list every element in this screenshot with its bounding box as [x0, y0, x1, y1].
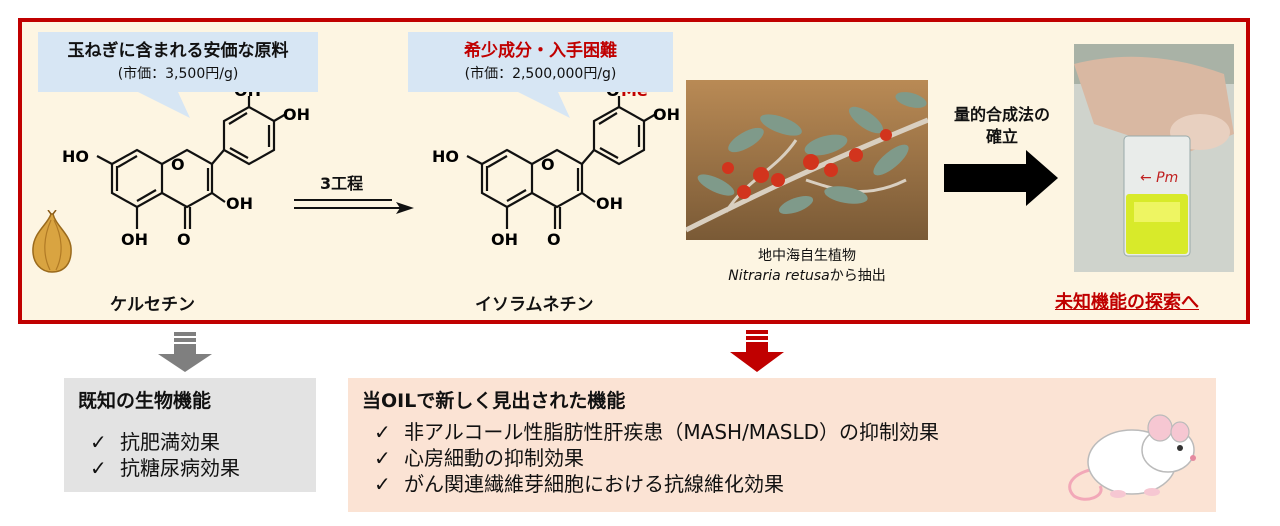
ome-o-label: O — [606, 92, 620, 100]
isorhamnetin-bubble-title: 希少成分・入手困難 — [464, 41, 617, 61]
explore-label: 未知機能の探索へ — [1055, 292, 1199, 313]
check-icon: ✓ — [374, 446, 391, 470]
red-down-arrow — [730, 330, 784, 372]
isorhamnetin-bubble — [408, 32, 673, 118]
plant-species: Nitraria retusa — [728, 268, 830, 284]
onion-icon — [32, 210, 72, 273]
known-functions-box: 既知の生物機能 ✓ 抗肥満効果 ✓ 抗糖尿病効果 — [64, 378, 316, 492]
oh-4p-label: OH — [283, 105, 310, 124]
quercetin-name: ケルセチン — [110, 295, 195, 315]
isorhamnetin-structure: O O OH OH HO O Me OH — [432, 92, 680, 249]
known-item: ✓ 抗肥満効果 — [78, 429, 302, 455]
svg-text:← Pm: ← Pm — [1140, 170, 1178, 186]
iso-oh-3-label: OH — [596, 194, 623, 213]
quercetin-bubble — [38, 32, 318, 118]
iso-ring-o-label: O — [541, 155, 555, 174]
iso-ho-7-label: HO — [432, 147, 459, 166]
mouse-icon — [1068, 414, 1196, 501]
iso-oh-5-label: OH — [491, 230, 518, 249]
new-title: 当OILで新しく見出された機能 — [362, 390, 626, 412]
plant-caption-suffix: から抽出 — [829, 268, 886, 284]
new-item-label: 心房細動の抑制効果 — [404, 446, 584, 470]
oh-5-label: OH — [121, 230, 148, 249]
new-item: ✓ がん関連繊維芽細胞における抗線維化効果 — [362, 471, 1202, 497]
new-item: ✓ 非アルコール性脂肪性肝疾患（MASH/MASLD）の抑制効果 — [362, 419, 1202, 445]
iso-carbonyl-o-label: O — [547, 230, 561, 249]
plant-photo — [686, 80, 928, 240]
ring-o-label: O — [171, 155, 185, 174]
isorhamnetin-name: イソラムネチン — [475, 295, 594, 315]
synthesis-arrow — [944, 150, 1058, 206]
new-item: ✓ 心房細動の抑制効果 — [362, 445, 1202, 471]
check-icon: ✓ — [374, 472, 391, 496]
known-title: 既知の生物機能 — [78, 390, 212, 412]
oh-3-label: OH — [226, 194, 253, 213]
synthesis-label-line1: 量的合成法の — [953, 105, 1050, 124]
iso-oh-4p-label: OH — [653, 105, 680, 124]
ome-me-label: Me — [621, 92, 648, 100]
oh-3p-label: OH — [234, 92, 261, 100]
reaction-arrow — [294, 199, 414, 214]
quercetin-bubble-title: 玉ねぎに含まれる安価な原料 — [67, 41, 289, 61]
check-icon: ✓ — [90, 456, 107, 480]
ho-7-label: HO — [62, 147, 89, 166]
reaction-steps-label: 3工程 — [320, 174, 364, 193]
known-item-label: 抗肥満効果 — [120, 430, 220, 454]
new-item-label: 非アルコール性脂肪性肝疾患（MASH/MASLD）の抑制効果 — [404, 420, 939, 444]
gray-down-arrow — [158, 332, 212, 372]
new-item-label: がん関連繊維芽細胞における抗線維化効果 — [404, 472, 784, 496]
carbonyl-o-label: O — [177, 230, 191, 249]
check-icon: ✓ — [374, 420, 391, 444]
isorhamnetin-price: (市価：2,500,000円/g) — [464, 66, 617, 82]
synthesis-label-line2: 確立 — [985, 127, 1018, 146]
plant-caption-line1: 地中海自生植物 — [758, 248, 856, 264]
vial-photo: ← Pm — [1074, 44, 1234, 272]
check-icon: ✓ — [90, 430, 107, 454]
quercetin-price: (市価：3,500円/g) — [117, 66, 239, 82]
known-item: ✓ 抗糖尿病効果 — [78, 455, 302, 481]
known-item-label: 抗糖尿病効果 — [120, 456, 240, 480]
quercetin-structure: O O OH OH HO OH OH — [62, 92, 310, 249]
